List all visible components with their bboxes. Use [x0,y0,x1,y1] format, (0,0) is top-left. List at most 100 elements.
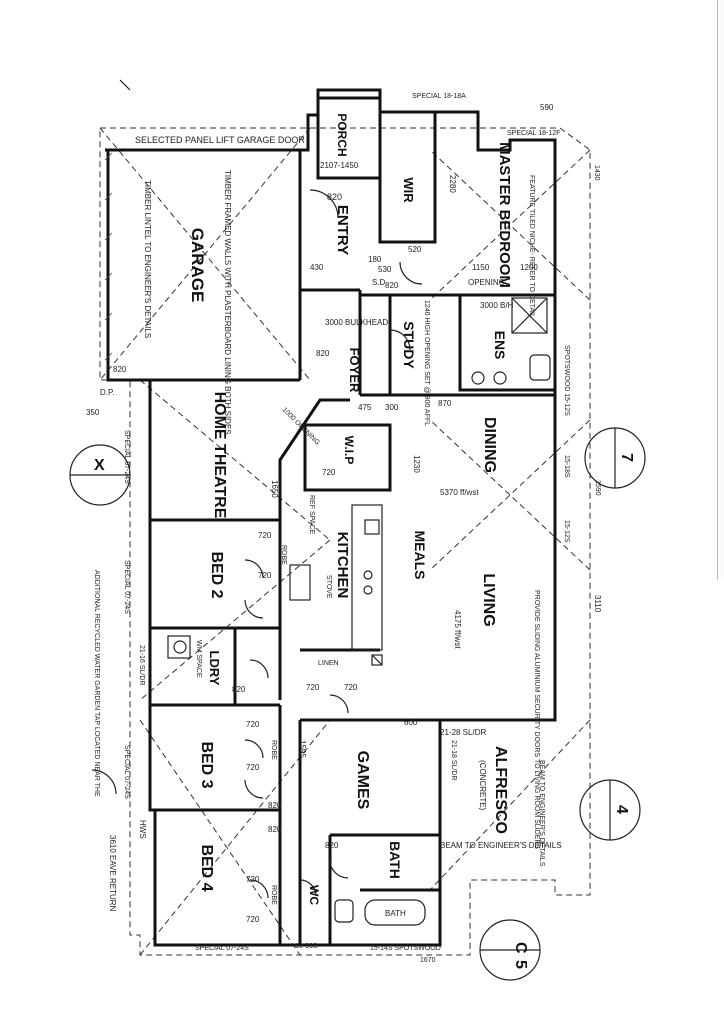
door-1006-label: 10-06S [295,943,318,950]
door-1518-label: 15-18S [563,455,570,478]
dim-870: 870 [438,399,452,408]
bed-4-label: BED 4 [198,844,215,891]
bed-3-label: BED 3 [198,741,215,788]
bath-tub-label: BATH [385,909,406,918]
ref-space-label: REF SPACE [308,495,315,534]
dim-1430: 1430 [593,165,600,181]
master-bedroom-label: MASTER BEDROOM [496,142,513,288]
svg-text:7: 7 [618,453,635,462]
section-marker-4: 4 [579,779,641,841]
beam-detail-note-2: BEAM TO ENGINEER'S DETAILS [538,760,545,867]
dim-820-bed4: 820 [268,825,282,834]
dim-720-ldry: 720 [344,683,358,692]
timber-walls-note: TIMBER FRAMED WALLS WITH PLASTERBOARD LI… [223,170,232,435]
dim-2280: 2280 [448,175,457,193]
alfresco-label: ALFRESCO [492,746,509,834]
dim-475: 475 [358,403,372,412]
door-2116-label: 21-16 SL/DR [138,645,145,685]
porch-label: PORCH [335,113,349,156]
linen-label: LINEN [318,660,339,667]
wall-hatching [104,152,113,361]
eave-return-note: 3610 EAVE RETURN [108,835,117,912]
concrete-note: (CONCRETE) [478,760,487,811]
dim-300: 300 [385,403,399,412]
section-marker-x: X [69,444,131,506]
section-marker-partial [91,79,131,795]
svg-text:C: C [512,942,529,954]
dim-1650: 1650 [270,480,279,498]
dining-dim-note: 5370 ff/wst [440,488,479,497]
dim-820-garage: 820 [113,365,127,374]
dim-820-b: 820 [385,281,399,290]
bulkhead-note: 3000 BULKHEAD [325,318,388,327]
wir-label: WIR [401,177,416,203]
dim-820-ldry: 820 [232,685,246,694]
dim-820-c: 820 [316,349,330,358]
dim-720-bed4-a: 720 [246,875,260,884]
dim-530: 530 [378,265,392,274]
dim-1670: 1670 [420,957,436,964]
dim-720-bed2-b: 720 [258,571,272,580]
dim-720-kitchen: 720 [322,468,336,477]
dim-720-bed2-a: 720 [258,531,272,540]
dim-1590: 1590 [594,480,601,496]
living-label: LIVING [480,573,497,626]
special-left-label-3: SPECIAL 07-24S [123,745,130,799]
robe-label-bed2: ROBE [280,545,287,565]
door-2128-label: 21-28 SL/DR [440,728,486,737]
recycled-water-note: ADDITIONAL RECYCLED WATER GARDEN TAP LOC… [93,570,100,797]
high-opening-note: 1240 HIGH OPENING SET @ 900 AFFL [423,300,430,426]
robe-label-bed4: ROBE [270,885,277,905]
dim-820-a: 820 [327,192,342,202]
dim-820-bath: 820 [325,841,339,850]
bed-2-label: BED 2 [208,551,225,598]
external-walls [105,88,557,947]
spotswood-bottom-label: 15-14S SPOTSWOOD [370,945,441,952]
dim-430: 430 [310,263,324,272]
dim-620: 600 [404,718,418,727]
ens-label: ENS [492,331,508,360]
roof-outline [99,127,591,956]
door-2107-label: 2107-1450 [320,161,359,170]
spotswood-right-label: SPOTSWOOD 15-12S [563,345,570,416]
ldry-label: LDRY [207,651,222,686]
section-marker-7: 7 [584,427,646,489]
garage-label: GARAGE [188,228,207,303]
wm-space-label: WM SPACE [195,640,202,678]
dim-720-games: 720 [306,683,320,692]
study-label: STUDY [401,321,417,369]
svg-text:4: 4 [613,805,630,814]
dim-1230: 1230 [412,455,421,473]
dim-1595: 1595 [298,740,307,758]
home-theatre-label: HOME THEATRE [211,392,228,519]
door-swings [244,189,423,899]
door-2118-label: 21-18 SL/DR [450,740,457,780]
games-label: GAMES [354,751,371,810]
fixtures [167,297,551,926]
special-top-label: SPECIAL 18-18A [412,93,466,100]
scan-edge [717,0,724,580]
foyer-label: FOYER [347,348,362,393]
sd-label: S.D [372,278,386,287]
stove-label: STOVE [325,575,332,599]
hws-label: HWS [138,820,147,839]
special-right-label: SPECIAL 18-12F [507,130,560,137]
dim-1200: 1200 [520,263,538,272]
meals-label: MEALS [412,531,428,580]
opening-note: OPENING [468,278,505,287]
wc-label: WC [307,885,321,905]
kitchen-label: KITCHEN [334,532,351,599]
special-left-label-1: SPECIAL 07-24S [123,430,130,484]
bulkhead-3000b-note: 3000 B/H [480,301,514,310]
dining-label: DINING [481,417,498,473]
dim-720-bed3-a: 720 [246,720,260,729]
dim-350: 350 [86,408,100,417]
door-1512-label: 15-12S [563,520,570,543]
bath-label: BATH [387,841,403,879]
dim-720-bed3-b: 720 [246,763,260,772]
dim-3110: 3110 [593,595,602,613]
dim-1150: 1150 [472,263,490,272]
entry-label: ENTRY [334,205,351,255]
robe-label-bed3: ROBE [270,740,277,760]
